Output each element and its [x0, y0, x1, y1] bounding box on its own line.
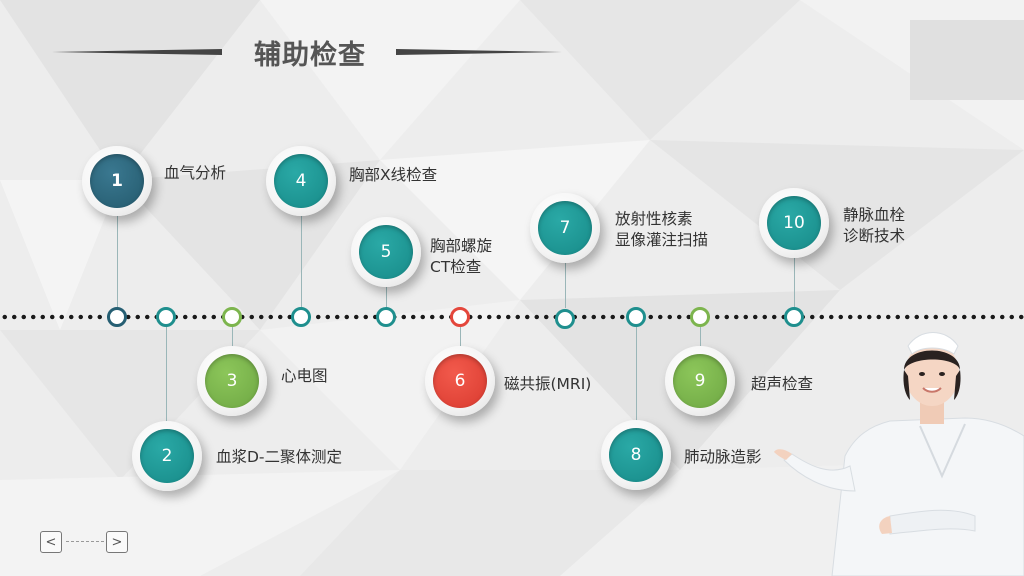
label-2: 血浆D-二聚体测定: [216, 448, 343, 466]
node-4-number: 4: [274, 154, 328, 208]
node-7-number: 7: [538, 201, 592, 255]
connector-4: [301, 214, 302, 308]
node-1: 1: [82, 146, 152, 216]
node-2-number: 2: [140, 429, 194, 483]
node-3: 3: [197, 346, 267, 416]
label-10: 静脉血栓 诊断技术: [843, 205, 905, 247]
node-8-number: 8: [609, 428, 663, 482]
timeline-marker-6: [450, 307, 470, 327]
label-10-line-2: 诊断技术: [843, 227, 906, 245]
prev-button[interactable]: <: [40, 531, 62, 553]
timeline-marker-3: [222, 307, 242, 327]
timeline-marker-2: [156, 307, 176, 327]
label-3: 心电图: [281, 367, 328, 385]
connector-6: [460, 326, 461, 346]
timeline-marker-7: [555, 309, 575, 329]
node-8: 8: [601, 420, 671, 490]
label-5-line-2: CT检查: [430, 258, 482, 276]
node-7: 7: [530, 193, 600, 263]
label-7-line-2: 显像灌注扫描: [615, 231, 709, 249]
timeline-marker-8: [626, 307, 646, 327]
node-3-number: 3: [205, 354, 259, 408]
label-5-line-1: 胸部螺旋: [430, 237, 493, 255]
nurse-illustration: [774, 332, 1024, 576]
label-10-line-1: 静脉血栓: [843, 206, 906, 224]
label-8: 肺动脉造影: [684, 448, 762, 466]
node-1-number: 1: [90, 154, 144, 208]
node-9-number: 9: [673, 354, 727, 408]
label-4: 胸部X线检查: [349, 166, 438, 184]
title-line-left: [52, 49, 222, 55]
node-9: 9: [665, 346, 735, 416]
timeline-marker-4: [291, 307, 311, 327]
connector-8: [636, 326, 637, 422]
connector-7: [565, 262, 566, 308]
node-10: 10: [759, 188, 829, 258]
label-5: 胸部螺旋 CT检查: [430, 236, 492, 278]
timeline-marker-5: [376, 307, 396, 327]
timeline-dotted-line: [0, 314, 1024, 320]
node-5: 5: [351, 217, 421, 287]
timeline-marker-9: [690, 307, 710, 327]
nav-divider: [66, 541, 104, 542]
connector-1: [117, 214, 118, 308]
node-5-number: 5: [359, 225, 413, 279]
node-6: 6: [425, 346, 495, 416]
connector-5: [386, 284, 387, 308]
label-1: 血气分析: [164, 164, 227, 182]
node-4: 4: [266, 146, 336, 216]
node-10-number: 10: [767, 196, 821, 250]
connector-10: [794, 256, 795, 308]
page-title: 辅助检查: [254, 40, 366, 71]
connector-2: [166, 326, 167, 424]
label-9: 超声检查: [751, 375, 814, 393]
title-line-right: [396, 49, 562, 55]
label-7: 放射性核素 显像灌注扫描: [615, 209, 708, 251]
connector-3: [232, 326, 233, 348]
timeline-marker-10: [784, 307, 804, 327]
connector-9: [700, 326, 701, 346]
node-6-number: 6: [433, 354, 487, 408]
node-2: 2: [132, 421, 202, 491]
label-6: 磁共振(MRI): [504, 375, 592, 393]
timeline-marker-1: [107, 307, 127, 327]
next-button[interactable]: >: [106, 531, 128, 553]
label-7-line-1: 放射性核素: [615, 210, 693, 228]
